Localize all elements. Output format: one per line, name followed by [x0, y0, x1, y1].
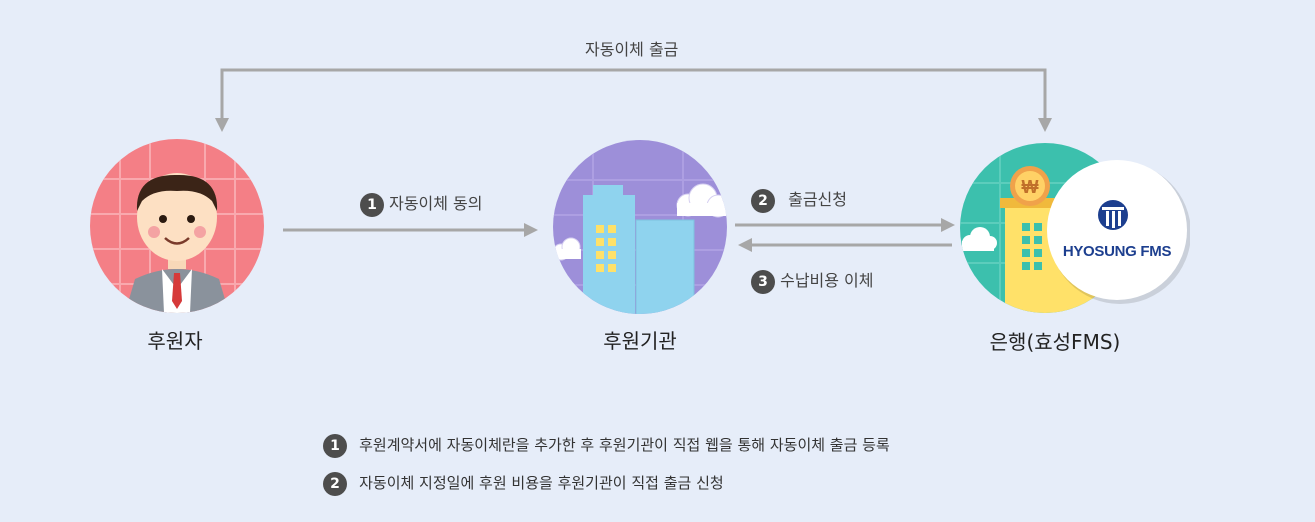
note-2: 2 자동이체 지정일에 후원 비용을 후원기관이 직접 출금 신청 — [323, 472, 724, 496]
org-label: 후원기관 — [603, 329, 677, 353]
note-text: 후원계약서에 자동이체란을 추가한 후 후원기관이 직접 웹을 통해 자동이체 … — [359, 436, 890, 454]
donor-label: 후원자 — [147, 329, 203, 353]
bank-illustration: ₩ HYOSUNG FMS — [960, 143, 1190, 313]
note-number-badge: 2 — [323, 472, 347, 496]
donor-illustration — [90, 139, 264, 313]
hyosung-emblem-icon — [1098, 200, 1128, 230]
step-label: 수납비용 이체 — [780, 271, 874, 290]
step-2: 2 출금신청 — [751, 186, 847, 213]
org-building-illustration — [553, 140, 727, 314]
step-number-badge: 2 — [751, 189, 775, 213]
note-1: 1 후원계약서에 자동이체란을 추가한 후 후원기관이 직접 웹을 통해 자동이… — [323, 434, 890, 458]
top-loop-arrow — [217, 68, 1047, 128]
top-flow-label: 자동이체 출금 — [585, 40, 679, 59]
bank-label: 은행(효성FMS) — [989, 330, 1121, 354]
step-number-badge: 1 — [360, 193, 384, 217]
step-3: 3 수납비용 이체 — [751, 267, 874, 294]
note-text: 자동이체 지정일에 후원 비용을 후원기관이 직접 출금 신청 — [359, 474, 724, 492]
step-number-badge: 3 — [751, 270, 775, 294]
won-coin-icon: ₩ — [1022, 177, 1039, 197]
top-loop-arrow-right-head — [1038, 118, 1052, 132]
note-number-badge: 1 — [323, 434, 347, 458]
step-label: 자동이체 동의 — [389, 194, 483, 213]
step-label: 출금신청 — [788, 190, 847, 209]
hyosung-logo-text: HYOSUNG FMS — [1063, 243, 1172, 260]
hyosung-logo-badge — [1047, 160, 1187, 300]
step-1: 1 자동이체 동의 — [360, 190, 483, 217]
